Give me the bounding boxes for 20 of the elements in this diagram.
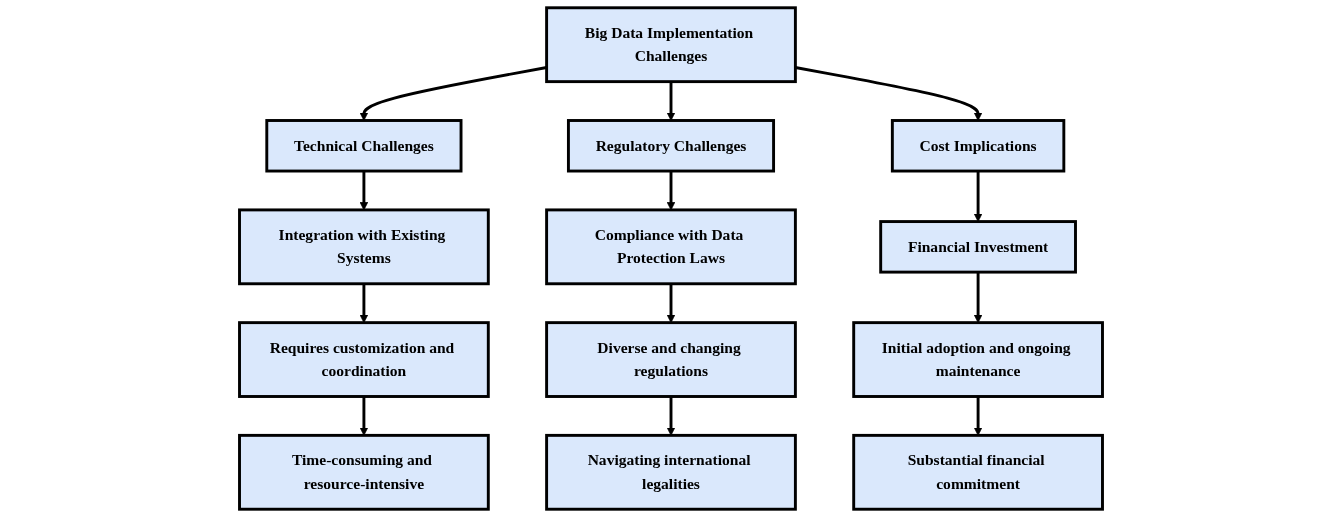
node-box: Substantial financial commitment — [852, 433, 1104, 511]
node-box: Time-consuming and resource-intensive — [238, 433, 490, 511]
arrow — [973, 171, 983, 222]
node-box: Initial adoption and ongoing maintenance — [852, 321, 1104, 398]
arrow — [359, 66, 547, 121]
arrow — [795, 66, 983, 121]
node-box: Cost Implications — [890, 119, 1066, 173]
node-box: Diverse and changing regulations — [545, 321, 797, 398]
node-box: Big Data Implementation Challenges — [545, 6, 797, 84]
node-box: Compliance with Data Protection Laws — [545, 208, 797, 286]
arrow — [359, 396, 369, 436]
arrow — [666, 396, 676, 436]
node-box: Financial Investment — [879, 220, 1077, 274]
node-box: Regulatory Challenges — [566, 119, 776, 173]
arrow — [666, 81, 676, 121]
node-box: Technical Challenges — [265, 119, 463, 173]
node-box: Navigating international legalities — [545, 433, 797, 511]
node-box: Requires customization and coordination — [238, 321, 490, 398]
node-box: Integration with Existing Systems — [238, 208, 490, 286]
arrow — [973, 396, 983, 436]
